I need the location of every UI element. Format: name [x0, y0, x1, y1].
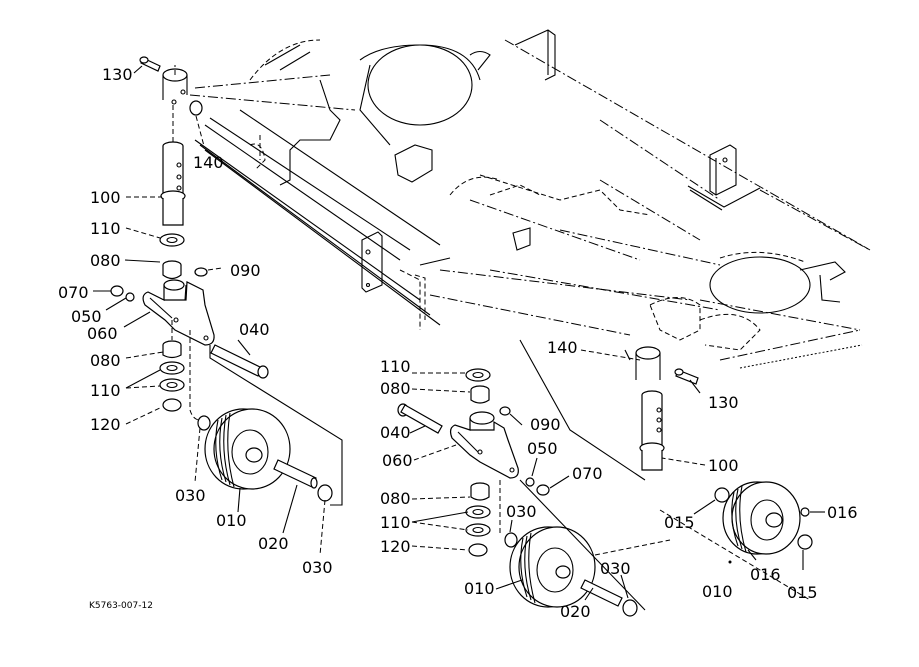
- wheel-bracket-060: [142, 279, 215, 346]
- label-080: 080: [90, 251, 121, 270]
- bushing-080-upper: [162, 260, 182, 280]
- label-100: 100: [708, 456, 739, 475]
- label-040: 040: [380, 423, 411, 442]
- label-070: 070: [572, 464, 603, 483]
- bolt-040-left: [210, 344, 269, 379]
- label-080: 080: [90, 351, 121, 370]
- label-015: 015: [664, 513, 695, 532]
- label-050: 050: [71, 307, 102, 326]
- part-labels: 130 140 100 110 080 090 070 050 060 040 …: [58, 65, 858, 621]
- label-080: 080: [380, 379, 411, 398]
- deck-hitch-bracket: [687, 144, 761, 211]
- pivot-shaft-100-right: [639, 390, 665, 471]
- pivot-shaft-100: [160, 141, 186, 226]
- label-010: 010: [464, 579, 495, 598]
- label-016: 016: [827, 503, 858, 522]
- label-060: 060: [87, 324, 118, 343]
- label-015: 015: [787, 583, 818, 602]
- label-020: 020: [258, 534, 289, 553]
- deck-beam-plate: [361, 231, 383, 293]
- wheel-bracket-060-right: [449, 411, 519, 479]
- mower-deck: [189, 29, 871, 369]
- label-140: 140: [547, 338, 578, 357]
- label-110: 110: [380, 513, 411, 532]
- bolt-040-right: [397, 403, 443, 434]
- label-016: 016: [750, 565, 781, 584]
- label-050: 050: [527, 439, 558, 458]
- label-010: 010: [216, 511, 247, 530]
- label-090: 090: [230, 261, 261, 280]
- label-090: 090: [530, 415, 561, 434]
- label-030: 030: [600, 559, 631, 578]
- label-080: 080: [380, 489, 411, 508]
- label-100: 100: [90, 188, 121, 207]
- label-020: 020: [560, 602, 591, 621]
- label-070: 070: [58, 283, 89, 302]
- gauge-wheel-010-center: [509, 526, 596, 608]
- label-110: 110: [90, 219, 121, 238]
- gauge-wheel-010-right: [722, 481, 801, 555]
- label-110: 110: [90, 381, 121, 400]
- pin-130: [139, 56, 161, 72]
- gauge-wheel-010-left: [204, 408, 291, 490]
- label-040: 040: [239, 320, 270, 339]
- label-130: 130: [102, 65, 133, 84]
- label-140: 140: [193, 153, 224, 172]
- label-030: 030: [302, 558, 333, 577]
- figure-code: K5763-007-12: [89, 601, 153, 611]
- label-120: 120: [90, 415, 121, 434]
- label-030: 030: [175, 486, 206, 505]
- label-030: 030: [506, 502, 537, 521]
- label-110: 110: [380, 357, 411, 376]
- leader-lines: [93, 65, 825, 601]
- right-wheel-assembly: [397, 339, 813, 617]
- label-130: 130: [708, 393, 739, 412]
- left-wheel-assembly: [110, 56, 343, 506]
- label-010: 010: [702, 582, 733, 601]
- label-120: 120: [380, 537, 411, 556]
- label-060: 060: [382, 451, 413, 470]
